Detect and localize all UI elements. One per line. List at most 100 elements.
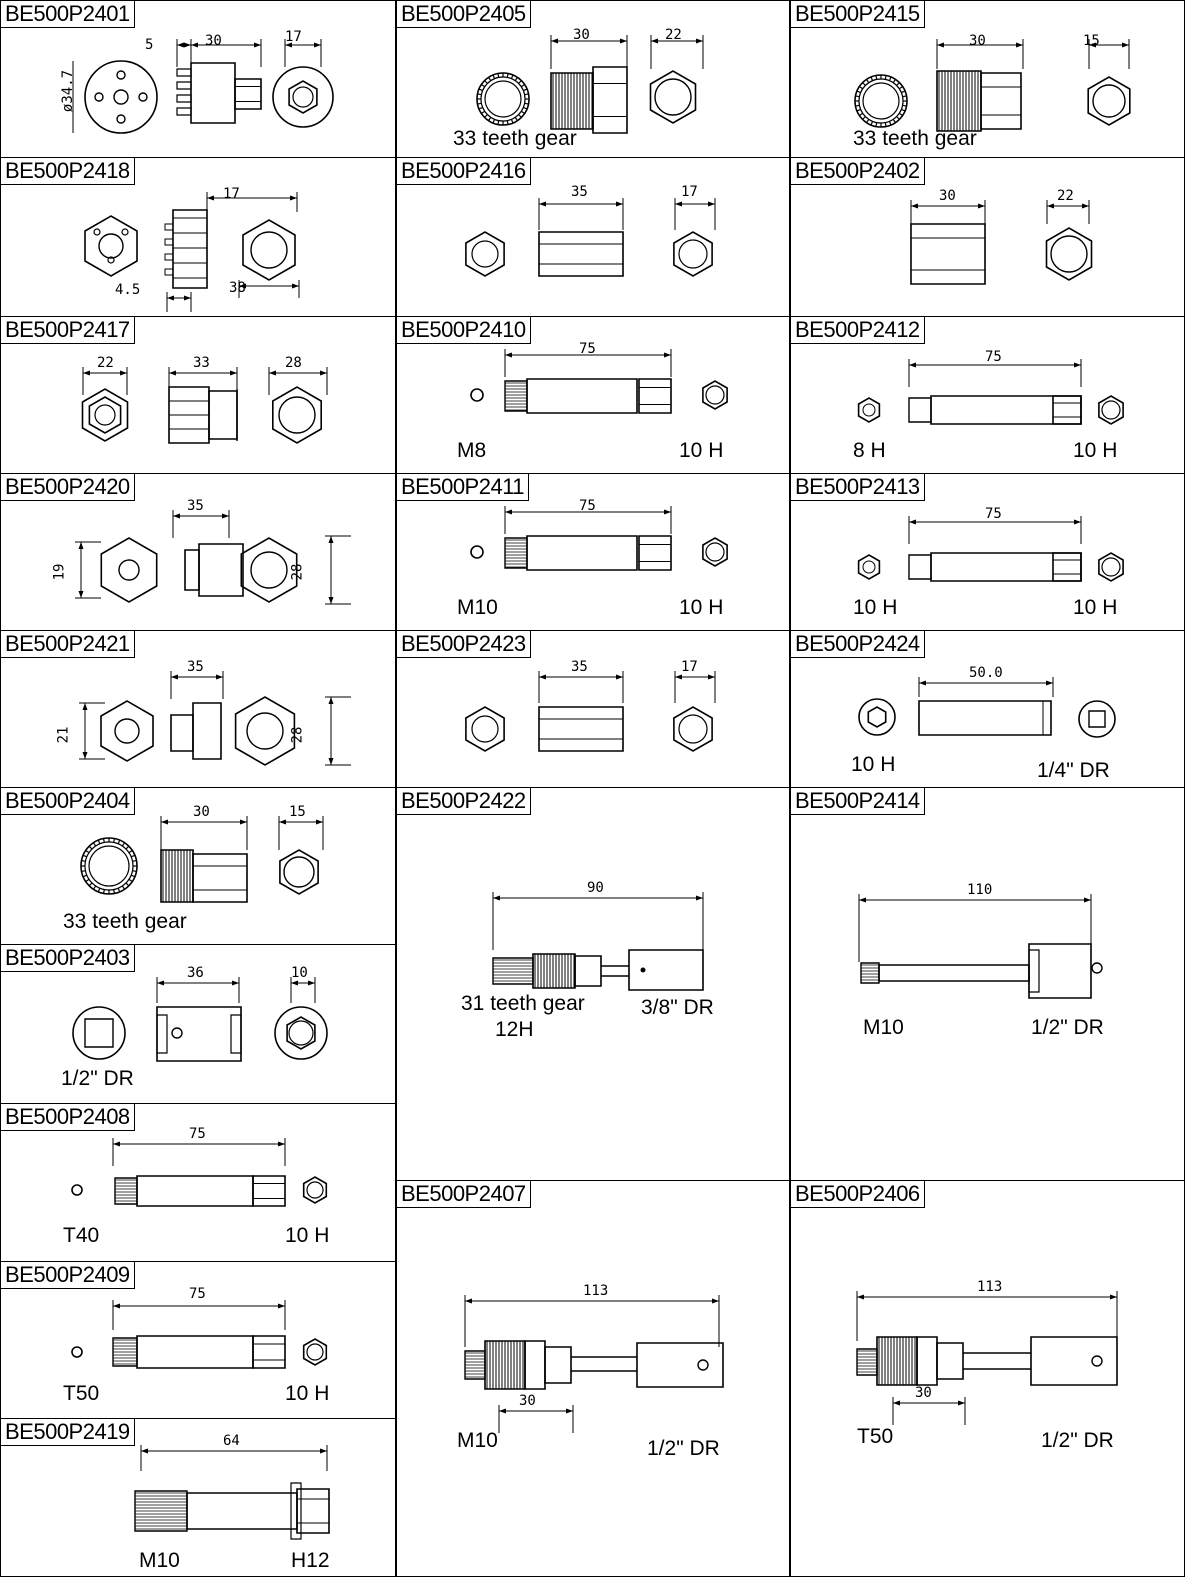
part-code: BE500P2420 [1,474,135,501]
part-drawing [1,158,396,317]
part-code: BE500P2402 [791,158,925,185]
part-code: BE500P2411 [397,474,530,501]
dimension-label: 33 [193,355,210,371]
part-caption: 12H [495,1018,534,1041]
part-drawing [1,788,396,945]
dimension-label: 22 [665,27,682,43]
part-caption: M10 [457,1429,498,1452]
dimension-label: 30 [573,27,590,43]
dimension-label: 15 [289,804,306,820]
part-drawing [791,474,1185,631]
part-cell-be500p2420: BE500P2420 35 19 28 [0,473,396,631]
part-code: BE500P2417 [1,317,135,344]
part-caption: 33 teeth gear [853,127,977,150]
dimension-label: 28 [289,563,306,581]
dimension-label: 113 [583,1283,609,1299]
part-drawing [397,474,790,631]
dimension-label: 30 [519,1393,536,1409]
part-caption: 1/4" DR [1037,759,1110,782]
part-code: BE500P2416 [397,158,531,185]
part-code: BE500P2419 [1,1419,135,1446]
part-cell-be500p2417: BE500P2417 22 33 28 [0,316,396,474]
dimension-label: 19 [51,563,68,581]
dimension-label: 75 [579,341,596,357]
part-caption: 10 H [285,1382,330,1405]
part-drawing [397,788,790,1181]
part-code: BE500P2401 [1,1,135,28]
dimension-label: 35 [187,659,204,675]
part-drawing [397,1,790,158]
part-code: BE500P2405 [397,1,531,28]
part-code: BE500P2406 [791,1181,925,1208]
part-drawing [791,317,1185,474]
dimension-label: 5 [145,37,154,53]
part-caption: 1/2" DR [1041,1429,1114,1452]
part-code: BE500P2423 [397,631,531,658]
dimension-label: 22 [97,355,114,371]
part-code: BE500P2404 [1,788,135,815]
part-caption: 33 teeth gear [63,910,187,933]
part-caption: T50 [63,1382,100,1405]
dimension-label: 22 [1057,188,1074,204]
part-drawing [397,317,790,474]
part-code: BE500P2415 [791,1,925,28]
dimension-label: 113 [977,1279,1003,1295]
dimension-label: 28 [285,355,302,371]
dimension-label: 30 [969,33,986,49]
dimension-label: 75 [985,349,1002,365]
part-caption: 10 H [853,596,898,619]
dimension-label: 28 [289,726,306,744]
dimension-label: 36 [187,965,204,981]
part-drawing [1,1104,396,1262]
part-code: BE500P2422 [397,788,531,815]
part-drawing [1,1262,396,1419]
part-caption: 10 H [285,1224,330,1247]
part-cell-be500p2404: BE500P2404 33 teeth gear 30 15 [0,787,396,945]
part-caption: 10 H [679,439,724,462]
dimension-label: 35 [187,498,204,514]
part-drawing [1,474,396,631]
part-drawing [791,1181,1185,1577]
part-code: BE500P2414 [791,788,925,815]
part-drawing [791,788,1185,1181]
dimension-label: ø34.7 [60,69,77,113]
part-caption: T40 [63,1224,100,1247]
dimension-label: 30 [193,804,210,820]
part-caption: 10 H [1073,596,1118,619]
part-cell-be500p2415: BE500P2415 33 teeth gear 30 15 [790,0,1185,158]
part-caption: 10 H [1073,439,1118,462]
part-code: BE500P2421 [1,631,135,658]
part-code: BE500P2418 [1,158,135,185]
dimension-label: 15 [1083,33,1100,49]
part-caption: M8 [457,439,487,462]
dimension-label: 35 [571,184,588,200]
part-caption: H12 [291,1549,330,1572]
part-drawing [1,1,396,158]
part-drawing [791,1,1185,158]
part-caption: M10 [139,1549,180,1572]
part-caption: 31 teeth gear [461,992,585,1015]
part-caption: 8 H [853,439,886,462]
dimension-label: 110 [967,882,993,898]
part-code: BE500P2408 [1,1104,135,1131]
dimension-label: 64 [223,1433,240,1449]
part-caption: 10 H [851,753,896,776]
dimension-label: 75 [985,506,1002,522]
dimension-label: 35 [571,659,588,675]
part-code: BE500P2424 [791,631,925,658]
